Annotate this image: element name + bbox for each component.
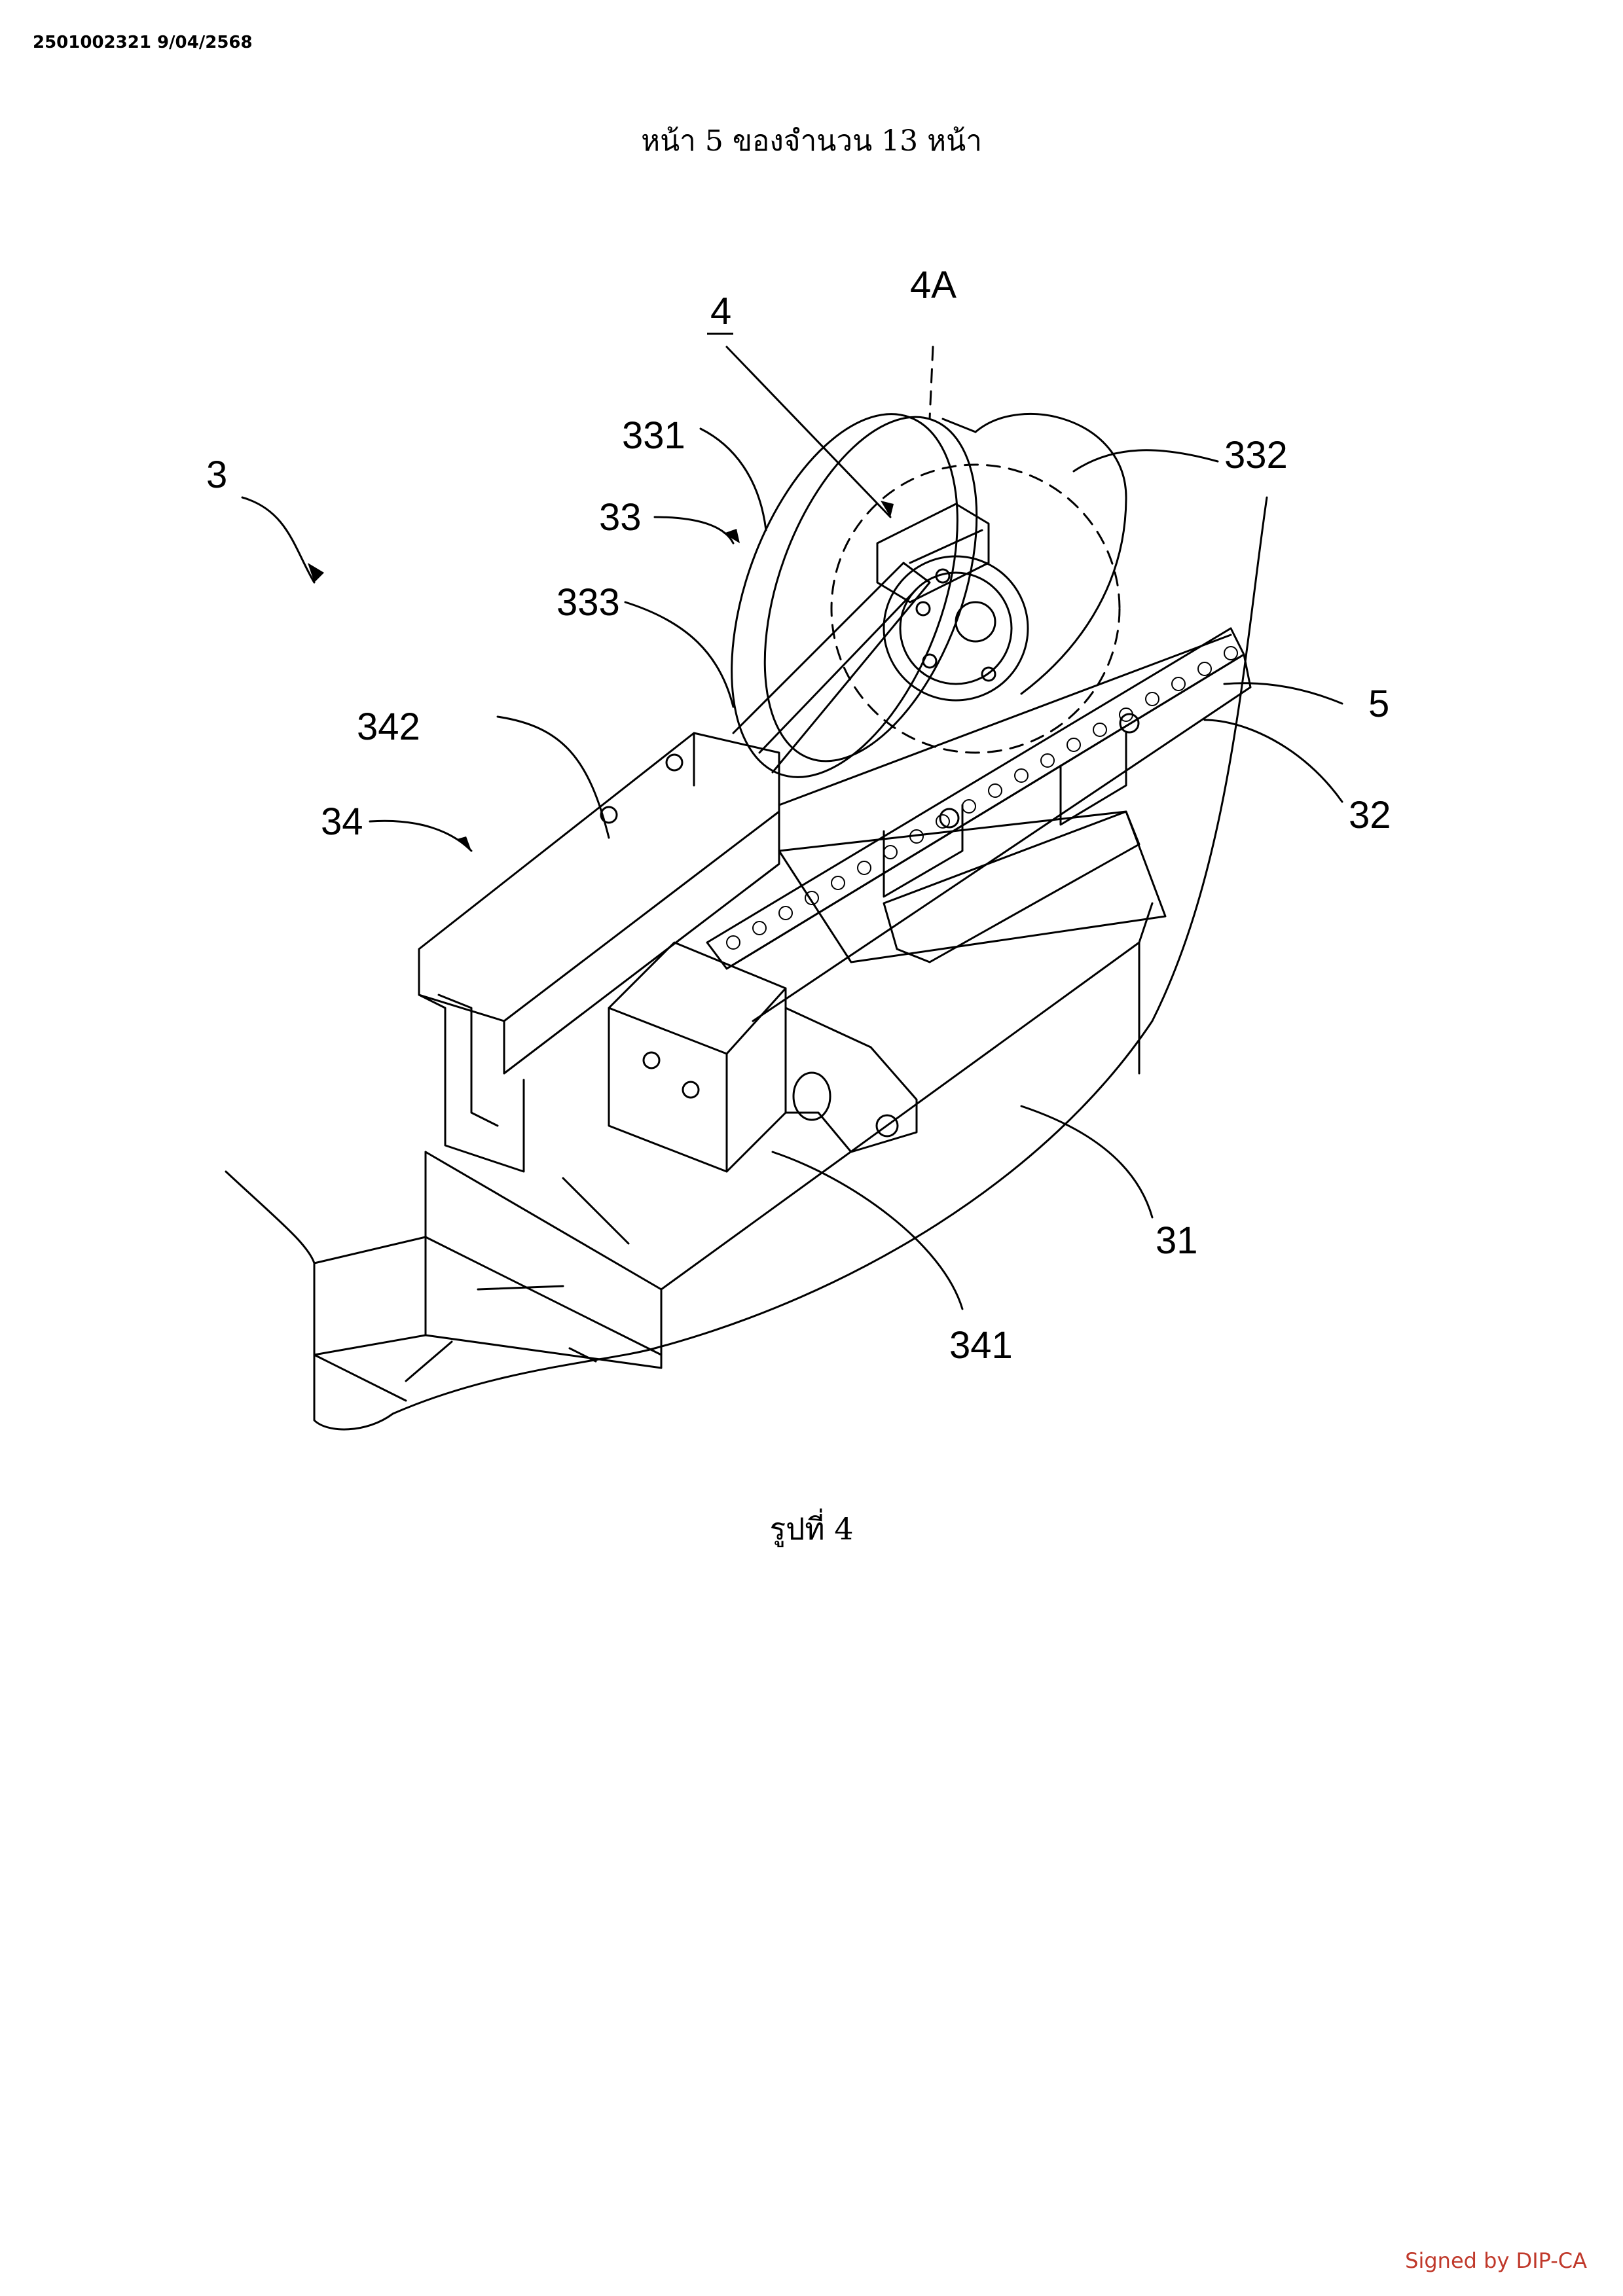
document-id: 2501002321 9/04/2568 bbox=[33, 33, 253, 52]
label-342: 342 bbox=[357, 706, 420, 748]
label-33: 33 bbox=[599, 496, 642, 539]
label-333: 333 bbox=[556, 581, 620, 624]
label-34: 34 bbox=[321, 800, 363, 843]
figure-caption: รูปที่ 4 bbox=[769, 1511, 854, 1547]
label-341: 341 bbox=[949, 1324, 1013, 1367]
signature-note: Signed by DIP-CA bbox=[1405, 2248, 1587, 2273]
label-3: 3 bbox=[206, 454, 227, 496]
page-number: หน้า 5 ของจำนวน 13 หน้า bbox=[641, 124, 982, 158]
label-31: 31 bbox=[1156, 1219, 1198, 1262]
label-5: 5 bbox=[1368, 683, 1389, 725]
label-331: 331 bbox=[622, 414, 685, 457]
label-332: 332 bbox=[1224, 434, 1288, 476]
label-4a: 4A bbox=[910, 264, 957, 306]
label-4: 4 bbox=[710, 290, 731, 332]
label-32: 32 bbox=[1349, 794, 1391, 836]
